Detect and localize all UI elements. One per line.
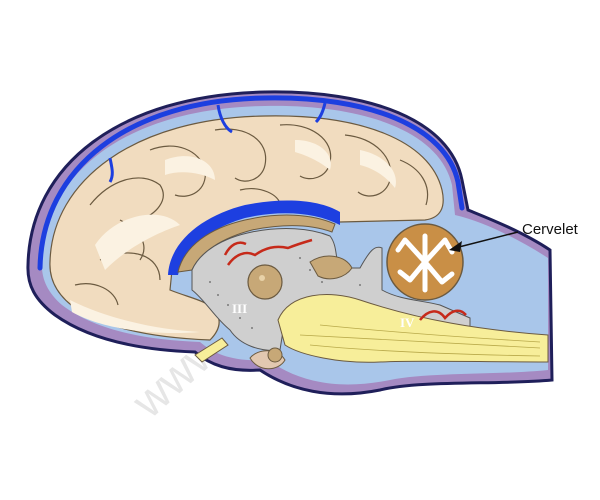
cervelet-arrow	[454, 231, 519, 249]
cervelet-arrowhead	[449, 241, 462, 252]
brainstem-fibers	[299, 324, 541, 357]
white-matter	[70, 140, 396, 334]
lateral-ventricle-outline	[168, 200, 340, 275]
superior-sagittal-sinus	[37, 95, 465, 271]
brainstem-tract	[277, 294, 549, 363]
third-ventricle-label: III	[232, 301, 247, 316]
midbrain	[309, 255, 353, 280]
cerebral-veins	[108, 102, 327, 183]
optic-nerve	[194, 337, 229, 363]
thalamus-highlight	[259, 275, 265, 281]
cervelet-label: Cervelet	[522, 221, 579, 238]
mammillary-body	[267, 347, 283, 363]
choroid-plexus	[223, 238, 467, 321]
arbor-vitae	[395, 233, 455, 293]
fourth-ventricle-label: IV	[400, 315, 415, 330]
thalamus	[247, 264, 283, 300]
